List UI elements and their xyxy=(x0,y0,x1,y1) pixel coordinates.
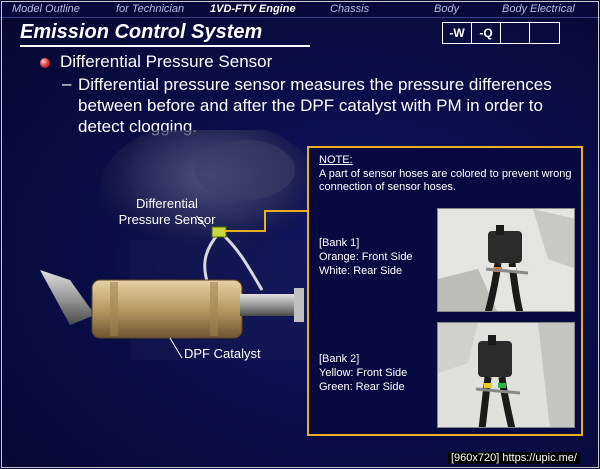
model-code-boxes: -W -Q xyxy=(442,22,560,44)
code-box-empty-1 xyxy=(501,23,530,43)
dpf-diagram: Differential Pressure Sensor DPF Catalys… xyxy=(0,120,320,380)
nav-item-body-electrical[interactable]: Body Electrical xyxy=(502,3,575,15)
bank2-photo xyxy=(437,322,575,428)
dpf-label: DPF Catalyst xyxy=(184,346,261,361)
nav-item-for-technician[interactable]: for Technician xyxy=(116,3,185,15)
bank2-text: [Bank 2] Yellow: Front Side Green: Rear … xyxy=(319,352,407,394)
note-text: A part of sensor hoses are colored to pr… xyxy=(319,168,572,193)
bank1-line1: Orange: Front Side xyxy=(319,251,413,263)
callout-line-horizontal xyxy=(224,230,266,232)
nav-item-engine[interactable]: 1VD-FTV Engine xyxy=(210,3,296,15)
bank2-title: [Bank 2] xyxy=(319,353,360,365)
bank1-photo xyxy=(437,208,575,312)
note-title: NOTE: xyxy=(319,154,353,166)
title-bar: Emission Control System xyxy=(14,21,586,47)
note-box: NOTE: A part of sensor hoses are colored… xyxy=(307,146,583,436)
callout-line-to-note xyxy=(264,210,308,212)
nav-item-model-outline[interactable]: Model Outline xyxy=(12,3,80,15)
nav-item-chassis[interactable]: Chassis xyxy=(330,3,370,15)
sub-bullet-dash: – xyxy=(62,74,72,93)
callout-line-vertical xyxy=(264,210,266,232)
bullet-main-text: Differential Pressure Sensor xyxy=(60,52,273,71)
sensor-label: Differential Pressure Sensor xyxy=(112,196,222,228)
code-box-w: -W xyxy=(443,23,472,43)
bank1-title: [Bank 1] xyxy=(319,237,360,249)
title-underline xyxy=(20,45,310,47)
sensor-label-line2: Pressure Sensor xyxy=(118,212,216,227)
bullet-icon xyxy=(40,58,50,68)
footer-tag: [960x720] https://upic.me/ xyxy=(448,452,580,464)
code-box-q: -Q xyxy=(472,23,501,43)
bullet-sub-text: Differential pressure sensor measures th… xyxy=(78,75,552,136)
bank2-line2: Green: Rear Side xyxy=(319,381,405,393)
code-box-empty-2 xyxy=(530,23,559,43)
engine-illustration xyxy=(40,120,320,360)
bank2-line1: Yellow: Front Side xyxy=(319,367,408,379)
page-title: Emission Control System xyxy=(20,21,263,43)
bank1-line2: White: Rear Side xyxy=(319,265,403,277)
bank1-text: [Bank 1] Orange: Front Side White: Rear … xyxy=(319,236,413,278)
sensor-label-line1: Differential xyxy=(136,196,198,211)
top-nav: Model Outline for Technician 1VD-FTV Eng… xyxy=(0,0,600,18)
nav-item-body[interactable]: Body xyxy=(434,3,460,15)
